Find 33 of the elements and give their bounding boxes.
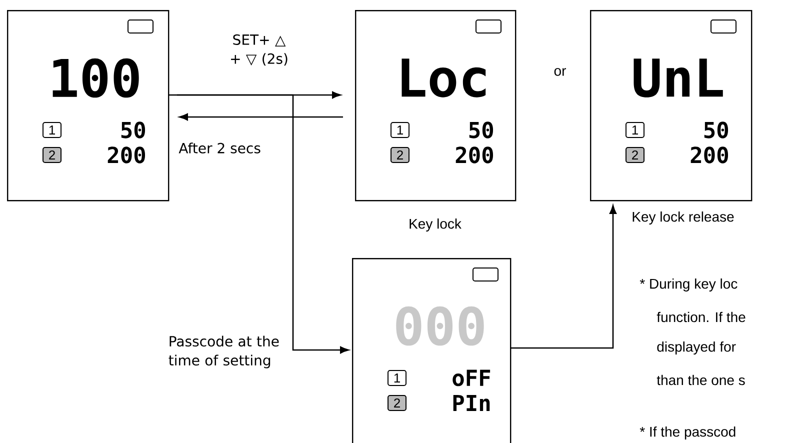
channel-badge: 2 xyxy=(626,147,644,163)
node-label: Key lock xyxy=(410,218,462,232)
channel-badge: 2 xyxy=(390,147,410,163)
display-value: oFF xyxy=(452,370,490,386)
channel-badge: 1 xyxy=(42,122,62,138)
note-text: * If the passcod xyxy=(640,426,736,440)
edge-label: After 2 secs xyxy=(178,142,260,154)
display-value: 50 xyxy=(704,122,728,138)
note-text: displayed for xyxy=(657,341,736,354)
channel-badge: 2 xyxy=(42,147,62,163)
channel-badge: 1 xyxy=(388,370,406,386)
display-value: UnL xyxy=(634,58,723,98)
channel-badge: 1 xyxy=(626,122,644,138)
display-value: 100 xyxy=(52,58,139,98)
note-text: * During key loc xyxy=(640,278,738,292)
display-value: 200 xyxy=(108,146,146,164)
connector-word: or xyxy=(554,68,566,76)
display-value: 200 xyxy=(456,146,494,164)
node-label: Key lock release xyxy=(632,211,734,225)
display-value: Loc xyxy=(402,58,486,98)
channel-badge: 1 xyxy=(390,122,410,138)
edge-label: Passcode at the time of setting xyxy=(168,336,279,368)
channel-badge: 2 xyxy=(388,395,406,411)
display-value: 50 xyxy=(121,122,146,138)
edge-label: SET+ △ + ▽ (2s) xyxy=(231,34,288,66)
arrow xyxy=(511,205,617,349)
display-value: PIn xyxy=(453,394,490,411)
arrow xyxy=(169,94,349,354)
display-value: 50 xyxy=(469,122,494,138)
note-text: than the one s xyxy=(656,374,745,386)
note-text: function. If the xyxy=(656,312,746,322)
display-value: 200 xyxy=(690,146,728,164)
arrow xyxy=(179,113,343,121)
